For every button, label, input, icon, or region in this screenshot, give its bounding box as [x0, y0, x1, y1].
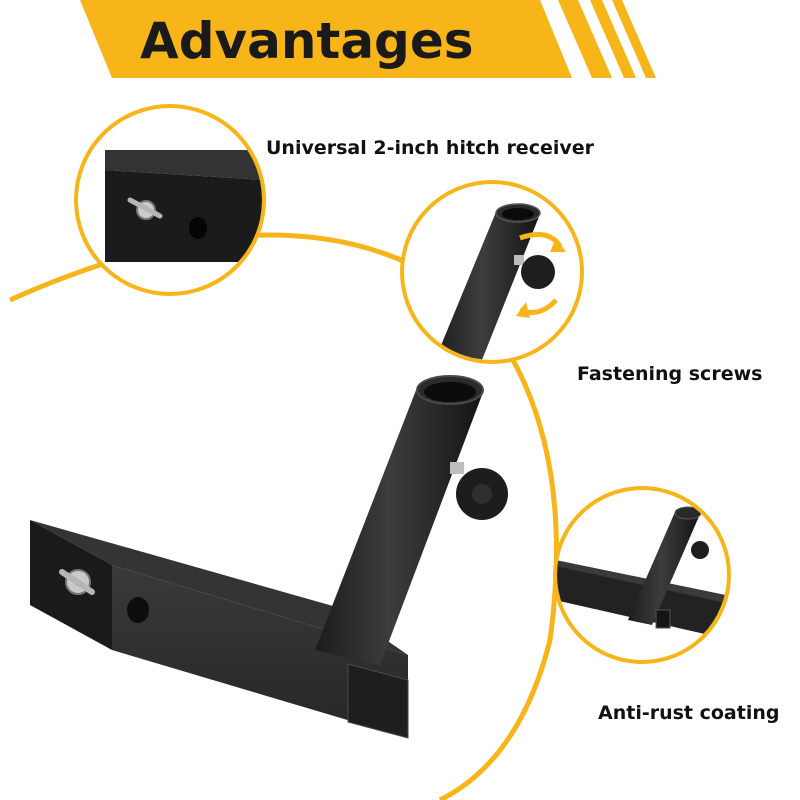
callout-label-receiver: Universal 2-inch hitch receiver	[266, 137, 595, 159]
main-hitch-product	[30, 375, 508, 739]
callout-circle-receiver	[74, 104, 266, 296]
page-title: Advantages	[140, 12, 474, 70]
callout-label-screws: Fastening screws	[577, 363, 763, 385]
callout-circle-coating	[553, 486, 731, 664]
callout-circle-screws	[400, 180, 584, 364]
callout-label-coating: Anti-rust coating	[598, 702, 780, 724]
